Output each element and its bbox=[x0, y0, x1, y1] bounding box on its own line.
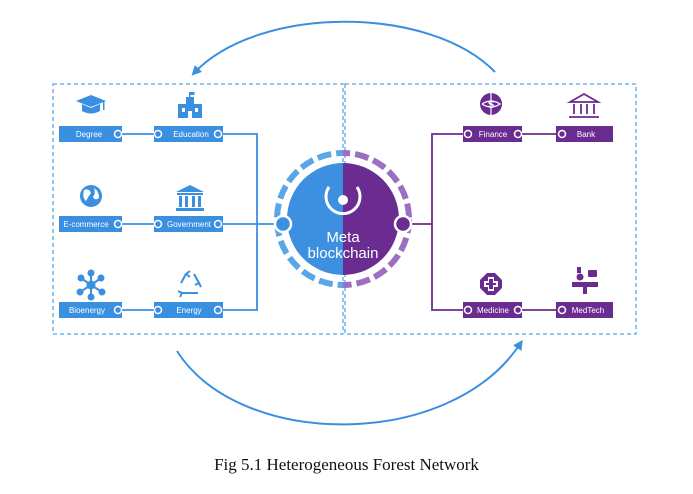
node-medtech: MedTech bbox=[556, 302, 613, 318]
school-building-icon bbox=[178, 92, 202, 118]
hub-left-port bbox=[273, 214, 293, 234]
government-building-icon bbox=[176, 185, 204, 211]
hub-label-line2: blockchain bbox=[308, 245, 379, 262]
node-bank: Bank bbox=[556, 126, 613, 142]
molecule-icon bbox=[76, 269, 106, 301]
svg-text:$: $ bbox=[488, 99, 494, 111]
right-connectors bbox=[400, 133, 562, 311]
bottom-flow-arrow bbox=[176, 339, 523, 426]
node-label-finance: Finance bbox=[479, 130, 508, 139]
node-label-education: Education bbox=[173, 130, 209, 139]
node-energy: Energy bbox=[153, 302, 223, 318]
node-label-degree: Degree bbox=[76, 130, 103, 139]
globe-icon bbox=[80, 185, 102, 207]
right-group-box bbox=[344, 83, 637, 335]
node-finance: Finance bbox=[463, 126, 523, 142]
hub-label-line1: Meta bbox=[326, 229, 360, 246]
node-label-government: Government bbox=[167, 220, 212, 229]
node-label-medicine: Medicine bbox=[477, 306, 510, 315]
medical-cross-icon bbox=[480, 273, 502, 295]
recycle-icon bbox=[177, 270, 202, 298]
left-connectors bbox=[116, 133, 282, 311]
node-bioenergy: Bioenergy bbox=[59, 302, 123, 318]
graduation-cap-icon bbox=[76, 95, 106, 114]
figure-caption: Fig 5.1 Heterogeneous Forest Network bbox=[214, 455, 479, 474]
node-label-medtech: MedTech bbox=[572, 306, 604, 315]
node-label-energy: Energy bbox=[176, 306, 201, 315]
hub-right-port bbox=[393, 214, 413, 234]
node-government: Government bbox=[153, 216, 223, 232]
node-label-e-commerce: E-commerce bbox=[63, 220, 109, 229]
node-medicine: Medicine bbox=[463, 302, 523, 318]
node-label-bank: Bank bbox=[577, 130, 596, 139]
top-flow-arrow bbox=[191, 20, 496, 76]
blockchain-icon bbox=[324, 186, 362, 216]
meta-blockchain-hub: Meta blockchain bbox=[273, 150, 413, 288]
medical-equipment-icon bbox=[572, 267, 598, 294]
node-e-commerce: E-commerce bbox=[59, 216, 123, 232]
node-degree: Degree bbox=[59, 126, 123, 142]
bank-icon bbox=[566, 92, 602, 118]
finance-globe-icon: $ bbox=[480, 93, 502, 115]
node-label-bioenergy: Bioenergy bbox=[69, 306, 105, 315]
node-education: Education bbox=[153, 126, 223, 142]
